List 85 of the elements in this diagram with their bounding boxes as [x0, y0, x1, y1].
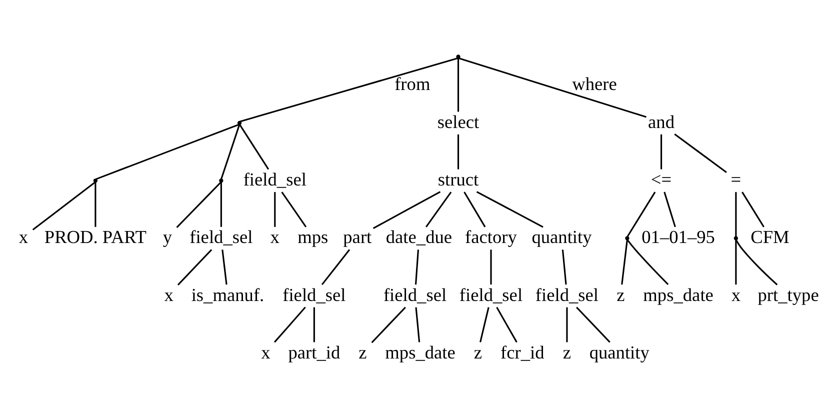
- connector: [414, 306, 420, 342]
- node-text: struct: [437, 168, 478, 189]
- connector: [370, 306, 406, 343]
- node-text: mps: [297, 226, 328, 247]
- node-text: field_sel: [534, 284, 598, 304]
- connector: [176, 181, 222, 228]
- connector: [94, 182, 96, 226]
- node-text: and: [648, 111, 674, 132]
- node-text: field_sel: [242, 168, 306, 189]
- connector: [741, 191, 764, 227]
- node-text: x: [730, 284, 740, 304]
- connector: [239, 57, 458, 122]
- connector: [425, 191, 452, 227]
- node-text: field_sel: [458, 284, 522, 304]
- node-text: z: [562, 342, 571, 362]
- node-text: factory: [464, 226, 516, 247]
- node-text: x: [18, 226, 28, 247]
- node-point: [236, 120, 242, 125]
- node-text: x: [164, 284, 173, 304]
- connector: [620, 239, 628, 284]
- node-text: x: [270, 226, 279, 247]
- connector: [734, 192, 736, 236]
- node-text: quantity: [531, 226, 592, 247]
- connector: [458, 57, 646, 118]
- connector: [561, 249, 566, 284]
- connector: [496, 306, 517, 342]
- connector: [312, 306, 314, 342]
- connector: [273, 306, 306, 342]
- connector: [274, 192, 276, 226]
- node-text: PROD. PART: [44, 226, 146, 247]
- node-text: date_due: [385, 226, 452, 247]
- connector: [95, 123, 239, 180]
- node-text: z: [616, 284, 624, 304]
- connector: [320, 248, 350, 285]
- node-text: quantity: [588, 342, 649, 362]
- connector: [479, 306, 489, 342]
- connector: [626, 238, 668, 284]
- node-text: =: [730, 168, 741, 189]
- node-text: is_manuf.: [190, 284, 264, 304]
- connector: [674, 133, 726, 172]
- node-text: field_sel: [189, 226, 252, 247]
- connector: [221, 249, 227, 284]
- node-text: CFM: [750, 226, 789, 247]
- connector: [626, 191, 656, 237]
- node-text: fcr_id: [500, 342, 544, 362]
- connector: [456, 58, 459, 112]
- edge-label: where: [572, 73, 616, 94]
- node-text: y: [162, 226, 172, 247]
- connector: [576, 306, 610, 342]
- node-text: part_id: [288, 342, 340, 362]
- connector: [734, 238, 778, 285]
- node-text: 01–01–95: [641, 226, 714, 247]
- node-text: x: [260, 342, 270, 362]
- connector: [660, 134, 662, 169]
- connector: [463, 191, 486, 227]
- node-text: prt_type: [757, 284, 818, 304]
- connector: [238, 124, 269, 170]
- node-point: [624, 236, 629, 240]
- node-text: mps_date: [384, 342, 455, 362]
- connector: [220, 182, 222, 226]
- node-text: field_sel: [382, 284, 446, 304]
- node-text: part: [342, 226, 372, 247]
- connector: [734, 239, 736, 284]
- connector: [220, 124, 240, 179]
- connector: [566, 306, 568, 342]
- connector: [490, 249, 492, 284]
- connector: [372, 190, 440, 228]
- connector: [280, 191, 306, 227]
- node-text: z: [358, 342, 366, 362]
- node-text: select: [436, 111, 479, 132]
- connector: [176, 248, 212, 285]
- connector: [456, 134, 459, 169]
- node-text: field_sel: [282, 284, 346, 304]
- node-point: [218, 178, 223, 182]
- node-text: <=: [650, 168, 672, 189]
- node-point: [733, 236, 738, 240]
- node-text: z: [473, 342, 482, 362]
- connector: [476, 190, 543, 228]
- connector: [663, 191, 676, 227]
- connector: [32, 180, 96, 230]
- connector: [414, 249, 419, 284]
- node-point: [456, 54, 460, 58]
- edge-label: from: [394, 73, 430, 94]
- node-text: mps_date: [642, 284, 713, 304]
- node-point: [92, 178, 98, 182]
